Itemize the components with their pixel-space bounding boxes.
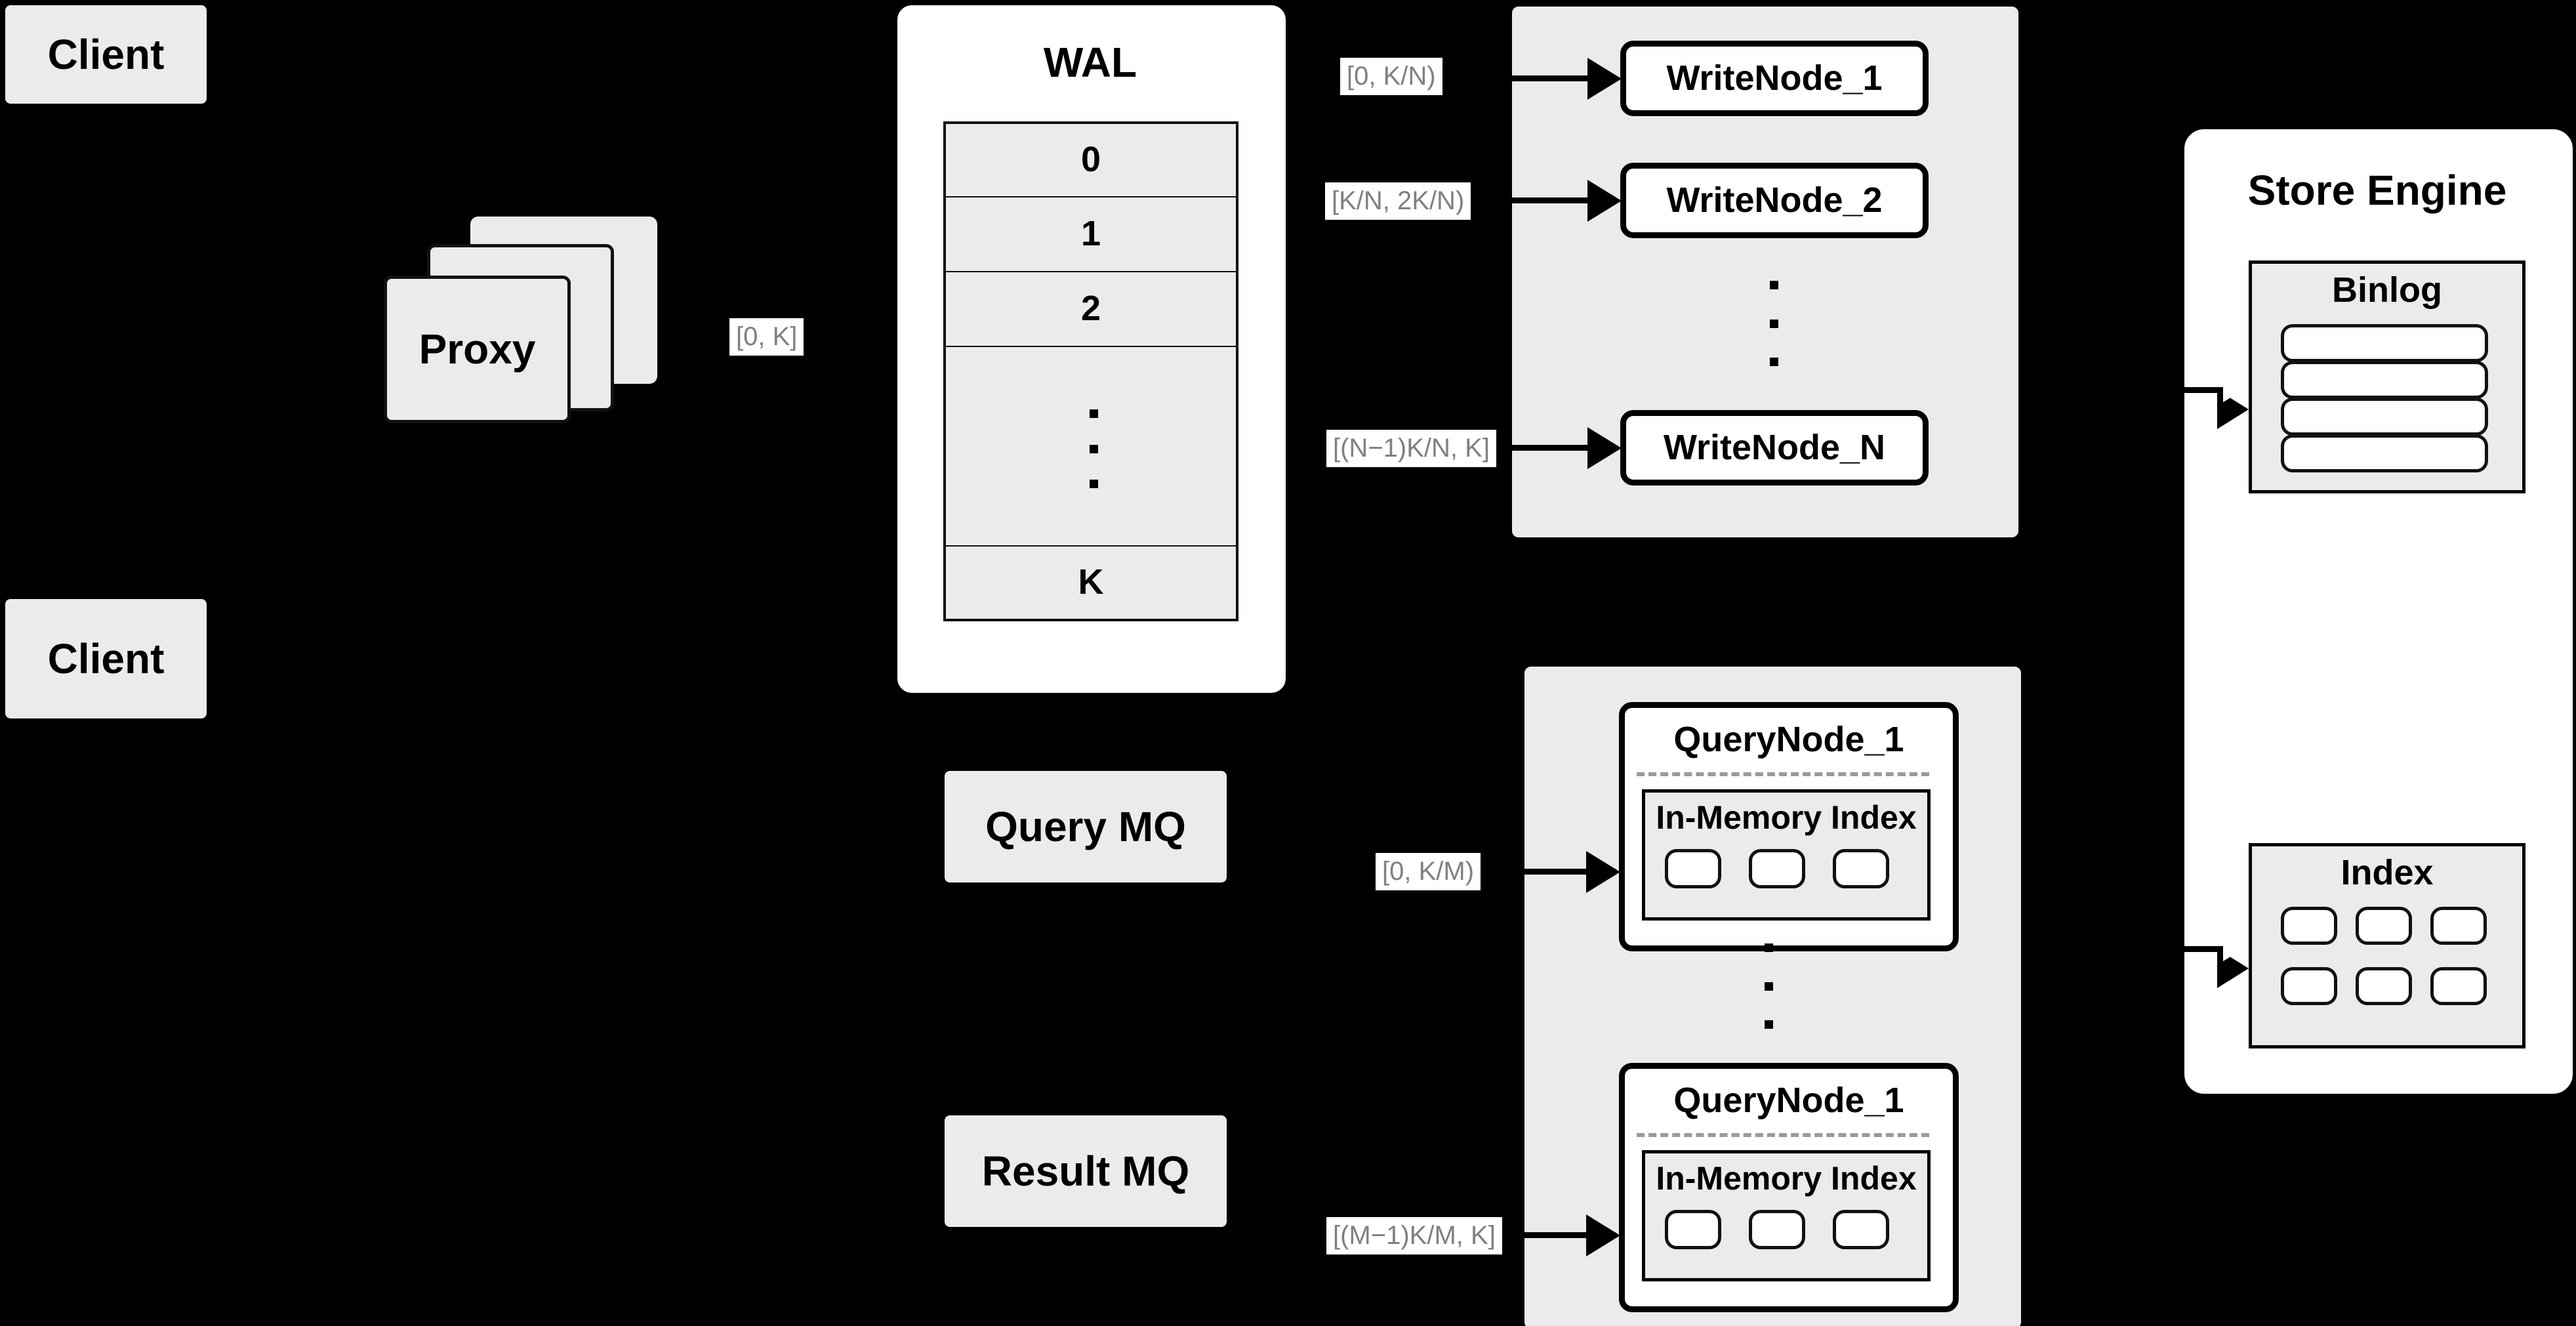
query-node-1-inmemory-index: In-Memory Index bbox=[1642, 789, 1931, 921]
write-node-n-range-label: [(N−1)K/N, K] bbox=[1326, 430, 1496, 467]
wal-entry-list: 0 1 2 K bbox=[943, 121, 1238, 622]
write-node-1-range-label: [0, K/N) bbox=[1340, 58, 1442, 95]
query-node-1-arrow-line bbox=[1511, 869, 1616, 875]
query-mq-box[interactable]: Query MQ bbox=[945, 771, 1227, 882]
index-cell[interactable] bbox=[2356, 907, 2412, 945]
binlog-row[interactable] bbox=[2281, 434, 2488, 472]
vertical-ellipsis-icon bbox=[1090, 409, 1098, 488]
index-cell[interactable] bbox=[2356, 967, 2412, 1005]
binlog-title: Binlog bbox=[2332, 270, 2442, 310]
proxy-label: Proxy bbox=[419, 325, 536, 373]
write-node-n[interactable]: WriteNode_N bbox=[1620, 410, 1929, 486]
write-node-2-range-label: [K/N, 2K/N) bbox=[1325, 182, 1471, 220]
wal-entry[interactable]: K bbox=[943, 545, 1238, 621]
binlog-section: Binlog bbox=[2249, 260, 2525, 493]
client-label: Client bbox=[47, 634, 165, 682]
query-node-ellipsis-icon bbox=[1765, 943, 1773, 1029]
query-node-1[interactable]: QueryNode_1 In-Memory Index bbox=[1619, 702, 1959, 951]
write-node-ellipsis-icon bbox=[1770, 281, 1778, 366]
write-node-1[interactable]: WriteNode_1 bbox=[1620, 41, 1929, 116]
client-box-2[interactable]: Client bbox=[5, 599, 207, 718]
index-cell[interactable] bbox=[2281, 907, 2337, 945]
inmemory-index-title: In-Memory Index bbox=[1656, 798, 1917, 836]
index-section: Index bbox=[2249, 843, 2525, 1048]
binlog-arrow-line bbox=[2184, 387, 2224, 393]
binlog-row[interactable] bbox=[2281, 361, 2488, 399]
proxy-stack[interactable]: Proxy bbox=[384, 217, 685, 433]
proxy-range-label: [0, K] bbox=[729, 318, 804, 356]
index-segment[interactable] bbox=[1665, 1210, 1721, 1249]
index-arrow-line bbox=[2184, 946, 2224, 952]
query-node-m-arrow-head bbox=[1586, 1214, 1620, 1256]
write-node-1-arrow-line bbox=[1511, 75, 1616, 81]
query-node-m[interactable]: QueryNode_1 In-Memory Index bbox=[1619, 1063, 1959, 1312]
index-title: Index bbox=[2341, 853, 2434, 893]
query-node-m-arrow-line bbox=[1511, 1232, 1616, 1238]
result-mq-box[interactable]: Result MQ bbox=[945, 1115, 1227, 1227]
index-segment[interactable] bbox=[1833, 1210, 1889, 1249]
wal-title: WAL bbox=[1043, 38, 1137, 86]
client-label: Client bbox=[47, 30, 165, 78]
index-cell[interactable] bbox=[2430, 907, 2487, 945]
proxy-layer-front[interactable]: Proxy bbox=[384, 276, 571, 423]
client-box-1[interactable]: Client bbox=[5, 5, 207, 104]
index-cell[interactable] bbox=[2281, 967, 2337, 1005]
index-segment[interactable] bbox=[1749, 1210, 1805, 1249]
query-node-1-arrow-head bbox=[1586, 851, 1620, 893]
query-node-m-range-label: [(M−1)K/M, K] bbox=[1326, 1217, 1502, 1254]
query-node-m-inmemory-index: In-Memory Index bbox=[1642, 1150, 1931, 1281]
binlog-row[interactable] bbox=[2281, 324, 2488, 362]
wal-entry[interactable]: 0 bbox=[943, 121, 1238, 197]
binlog-row[interactable] bbox=[2281, 398, 2488, 436]
query-node-1-title: QueryNode_1 bbox=[1673, 720, 1904, 760]
write-node-2[interactable]: WriteNode_2 bbox=[1620, 163, 1929, 238]
index-cell[interactable] bbox=[2430, 967, 2487, 1005]
write-node-2-arrow-line bbox=[1511, 197, 1616, 203]
index-segment[interactable] bbox=[1749, 849, 1805, 888]
write-node-n-arrow-line bbox=[1511, 445, 1616, 451]
write-node-2-arrow-head bbox=[1587, 180, 1622, 222]
wal-entry-ellipsis bbox=[943, 346, 1238, 547]
query-node-1-separator bbox=[1637, 772, 1929, 776]
index-segment[interactable] bbox=[1665, 849, 1721, 888]
index-segment[interactable] bbox=[1833, 849, 1889, 888]
inmemory-index-title: In-Memory Index bbox=[1656, 1159, 1917, 1197]
query-node-m-title: QueryNode_1 bbox=[1673, 1081, 1904, 1121]
query-node-m-separator bbox=[1637, 1133, 1929, 1137]
write-node-1-arrow-head bbox=[1587, 58, 1622, 100]
wal-entry[interactable]: 2 bbox=[943, 271, 1238, 347]
wal-entry[interactable]: 1 bbox=[943, 196, 1238, 272]
query-node-1-range-label: [0, K/M) bbox=[1376, 853, 1481, 890]
write-node-n-arrow-head bbox=[1587, 427, 1622, 469]
store-engine-title: Store Engine bbox=[2247, 166, 2507, 214]
